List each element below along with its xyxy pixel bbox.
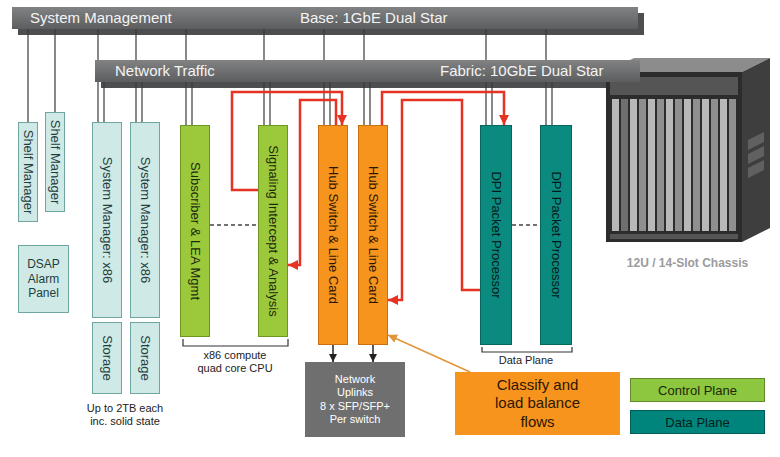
hub-card: Hub Switch & Line Card (318, 125, 348, 345)
node-label: Storage (139, 335, 152, 381)
shelf-card: Shelf Manager (45, 112, 65, 212)
legend-swatch: Data Plane (630, 410, 765, 434)
text-holder: Classify and load balance flows (483, 376, 593, 431)
text-holder: DPI Packet Processor (481, 126, 511, 344)
chassis-slot (684, 99, 691, 231)
text-holder: System Manager: x86 (93, 123, 121, 317)
bus-label: System Management (30, 7, 172, 29)
node-label: Classify and load balance flows (483, 376, 593, 431)
node-label: Storage (101, 335, 114, 381)
node-label: Network Uplinks (324, 373, 386, 400)
node-label: DPI Packet Processor (490, 171, 503, 298)
node-label: System Manager: x86 (101, 157, 114, 283)
chassis-side (742, 58, 770, 242)
fabric-bus-band: Network Traffic Fabric: 10GbE Dual Star (95, 60, 640, 82)
bus-line (329, 82, 330, 125)
bus-line (103, 82, 104, 122)
node-label: Shelf Manager (49, 120, 62, 205)
text-holder: Subscriber & LEA Mgmt (181, 126, 209, 336)
chassis-slot (639, 99, 646, 231)
base-bus-band: System Management Base: 1GbE Dual Star (12, 7, 638, 29)
manager-card: System Manager: x86 (130, 122, 160, 318)
note-label: Up to 2TB each inc. solid state (80, 402, 170, 428)
manager-card: System Manager: x86 (92, 122, 122, 318)
bus-line (191, 82, 192, 125)
bus-line (141, 82, 142, 122)
text-holder: Shelf Manager (46, 113, 64, 211)
chassis-slot (729, 99, 736, 231)
text-holder: Hub Switch & Line Card (319, 126, 347, 344)
bus-line (551, 82, 552, 125)
dashed-link (210, 224, 258, 225)
group-bracket (183, 339, 288, 346)
chassis-slot (612, 99, 619, 231)
node-label: DSAP Alarm Panel (19, 257, 68, 301)
node-label: System Manager: x86 (139, 157, 152, 283)
node-label: Hub Switch & Line Card (327, 166, 340, 304)
legend-label: Data Plane (665, 415, 729, 430)
node-label: Hub Switch & Line Card (367, 166, 380, 304)
legend-label: Control Plane (658, 383, 737, 398)
uplink-box: Network Uplinks8 x SFP/SFP+ Per switch (305, 362, 405, 437)
legend-swatch: Control Plane (630, 378, 765, 402)
bus-label: Base: 1GbE Dual Star (300, 7, 448, 29)
node-label: 8 x SFP/SFP+ Per switch (315, 400, 395, 427)
bus-line (27, 29, 28, 122)
bus-label: Network Traffic (115, 60, 215, 82)
bus-line (369, 82, 370, 125)
chassis-slot (711, 99, 718, 231)
chassis-slot (648, 99, 655, 231)
text-holder: Storage (93, 323, 121, 393)
chassis-photo (606, 58, 770, 242)
bus-line (491, 82, 492, 125)
chassis-rail (610, 234, 738, 239)
flow-arrow (382, 92, 504, 125)
alarm-panel: DSAP Alarm Panel (18, 245, 69, 313)
flow-arrow (388, 100, 480, 300)
chassis-slot (621, 99, 628, 231)
group-bracket (482, 347, 572, 352)
callout-box: Classify and load balance flows (455, 372, 620, 435)
bracket-label: Data Plane (480, 354, 572, 367)
text-holder: Signaling Intercept & Analysis (259, 126, 287, 336)
bus-line (54, 29, 55, 112)
text-holder: Shelf Manager (19, 123, 37, 221)
dpi-card: DPI Packet Processor (540, 125, 572, 345)
node-label: Shelf Manager (22, 130, 35, 215)
chassis-slot (630, 99, 637, 231)
bracket-label: x86 compute quad core CPU (195, 349, 275, 375)
text-holder: System Management Base: 1GbE Dual Star (12, 7, 638, 29)
chassis-slot (657, 99, 664, 231)
dashed-link (512, 224, 540, 225)
chassis-logo (748, 160, 764, 178)
chassis-slot (702, 99, 709, 231)
chassis-slot (720, 99, 727, 231)
text-holder: DPI Packet Processor (541, 126, 571, 344)
uplink-arrow (332, 345, 334, 362)
text-holder: Network Traffic Fabric: 10GbE Dual Star (95, 60, 640, 82)
dpi-card: DPI Packet Processor (480, 125, 512, 345)
node-label: Signaling Intercept & Analysis (267, 145, 280, 316)
bus-label: Fabric: 10GbE Dual Star (440, 60, 603, 82)
text-holder: Hub Switch & Line Card (359, 126, 387, 344)
text-holder: DSAP Alarm Panel (19, 257, 68, 301)
control-card: Signaling Intercept & Analysis (258, 125, 288, 337)
node-label: Subscriber & LEA Mgmt (189, 162, 202, 300)
chassis-slot (675, 99, 682, 231)
control-card: Subscriber & LEA Mgmt (180, 125, 210, 337)
uplink-arrow (372, 345, 374, 362)
chassis-slot (666, 99, 673, 231)
chassis-slot (693, 99, 700, 231)
hub-card: Hub Switch & Line Card (358, 125, 388, 345)
text-holder: Storage (131, 323, 159, 393)
photo-caption: 12U / 14-Slot Chassis (605, 256, 770, 270)
node-label: DPI Packet Processor (550, 171, 563, 298)
shelf-card: Shelf Manager (18, 122, 38, 222)
storage-box: Storage (92, 322, 122, 394)
text-holder: System Manager: x86 (131, 123, 159, 317)
storage-box: Storage (130, 322, 160, 394)
bus-line (269, 82, 270, 125)
text-holder: Network Uplinks8 x SFP/SFP+ Per switch (315, 373, 395, 427)
chassis-front (606, 72, 742, 242)
